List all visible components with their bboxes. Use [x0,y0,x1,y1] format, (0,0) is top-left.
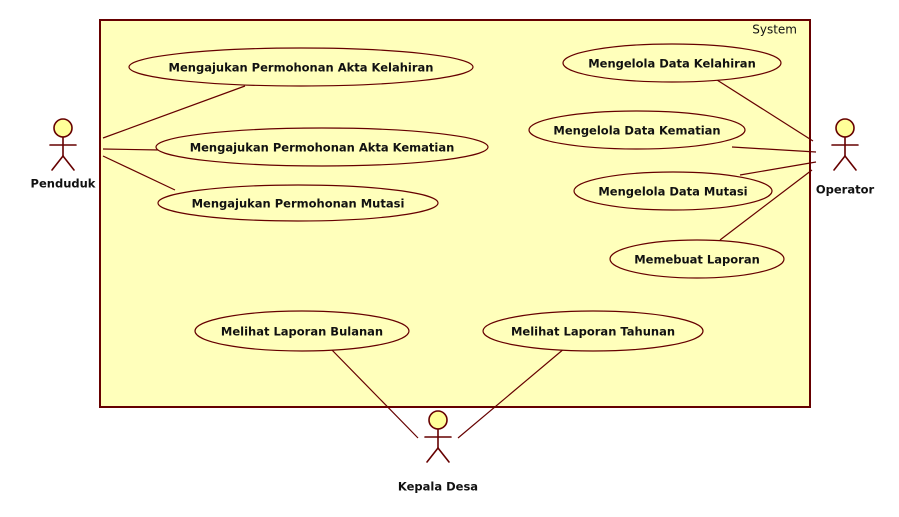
actor-label: Penduduk [31,177,96,191]
actor-right-leg-line [62,155,75,171]
use-case-label: Melihat Laporan Tahunan [511,325,675,339]
actor-right-leg-line [844,155,857,171]
use-case-ellipse [155,127,489,167]
use-case-ellipse [482,310,704,352]
association-line [719,169,813,241]
actor-penduduk[interactable]: Penduduk [31,118,96,191]
use-case-group: Mengajukan Permohonan Akta KelahiranMeng… [128,43,785,352]
actor-operator[interactable]: Operator [816,118,875,197]
use-case-uc4[interactable]: Mengelola Data Kelahiran [562,43,782,83]
actor-kepala_desa[interactable]: Kepala Desa [398,410,478,494]
actor-left-leg-line [833,155,846,171]
use-case-ellipse [194,310,410,352]
use-case-uc6[interactable]: Mengelola Data Mutasi [573,171,773,211]
actor-head-icon [53,118,73,138]
use-case-uc5[interactable]: Mengelola Data Kematian [528,110,746,150]
association-line [329,347,419,439]
use-case-label: Memebuat Laporan [634,253,760,267]
use-case-ellipse [128,47,474,87]
association-line [716,79,814,142]
use-case-uc1[interactable]: Mengajukan Permohonan Akta Kelahiran [128,47,474,87]
use-case-uc9[interactable]: Melihat Laporan Tahunan [482,310,704,352]
association-line [102,148,161,151]
association-line [739,161,817,176]
use-case-uc2[interactable]: Mengajukan Permohonan Akta Kematian [155,127,489,167]
use-case-label: Mengajukan Permohonan Akta Kematian [190,141,455,155]
use-case-uc3[interactable]: Mengajukan Permohonan Mutasi [157,184,439,222]
use-case-label: Mengelola Data Kelahiran [588,57,756,71]
use-case-label: Mengajukan Permohonan Mutasi [192,197,405,211]
association-line [731,146,817,153]
use-case-ellipse [528,110,746,150]
use-case-label: Mengelola Data Kematian [553,124,720,138]
association-line [102,85,246,139]
use-case-label: Mengajukan Permohonan Akta Kelahiran [169,61,434,75]
actor-label: Operator [816,183,875,197]
use-case-ellipse [562,43,782,83]
actor-left-leg-line [51,155,64,171]
association-line [102,155,176,191]
use-case-label: Mengelola Data Mutasi [598,185,747,199]
association-line [457,347,566,439]
use-case-ellipse [573,171,773,211]
use-case-uc7[interactable]: Memebuat Laporan [609,239,785,279]
actor-label: Kepala Desa [398,480,478,494]
actor-left-leg-line [426,447,439,463]
use-case-label: Melihat Laporan Bulanan [221,325,383,339]
use-case-uc8[interactable]: Melihat Laporan Bulanan [194,310,410,352]
actor-head-icon [835,118,855,138]
actor-right-leg-line [437,447,450,463]
system-boundary-label: System [752,23,797,37]
use-case-ellipse [157,184,439,222]
association-lines-group [102,79,817,439]
actor-head-icon [428,410,448,430]
use-case-ellipse [609,239,785,279]
